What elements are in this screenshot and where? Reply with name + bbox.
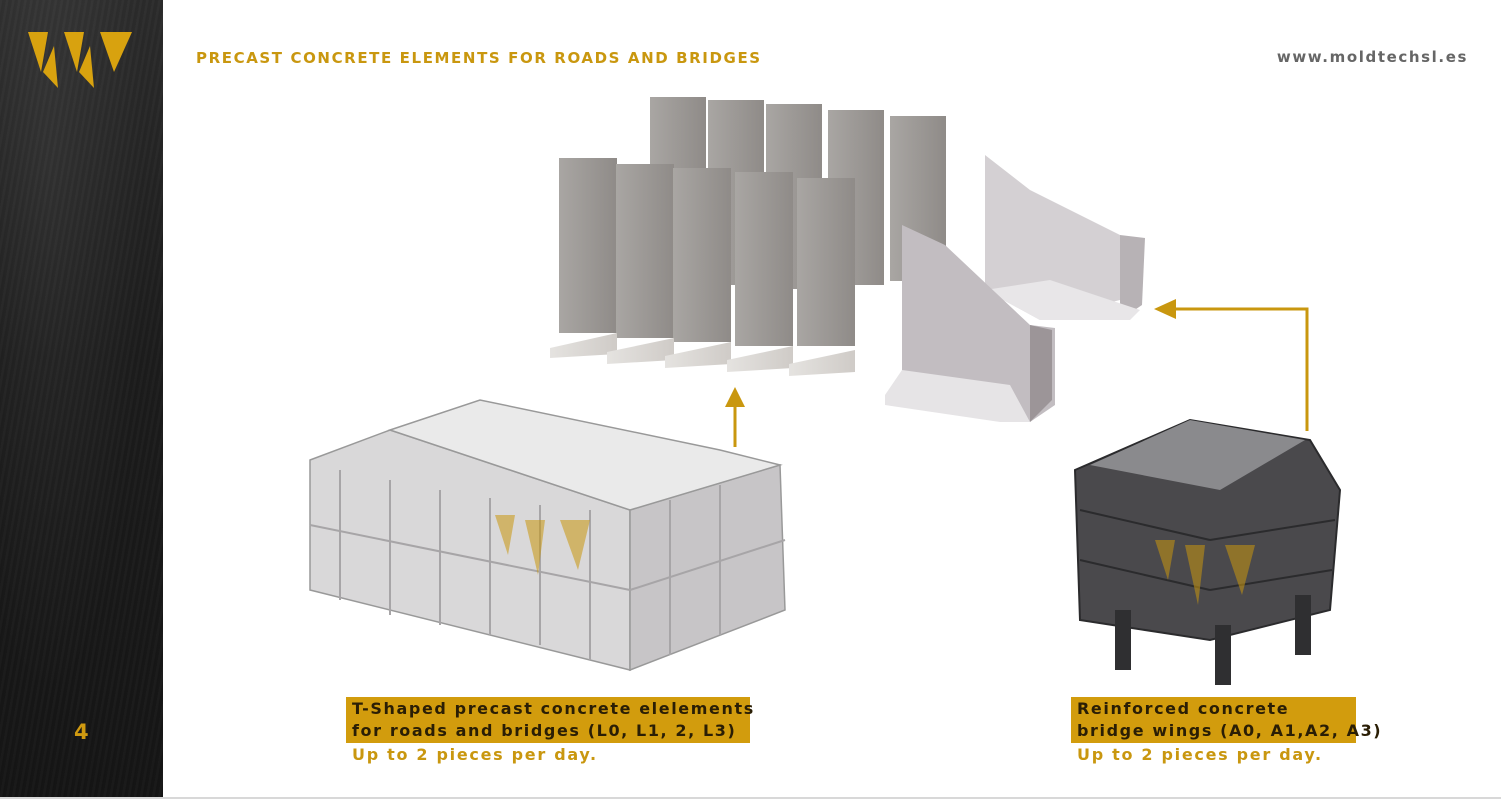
moldtech-logo-icon [28, 30, 136, 90]
t-shaped-mold-image [300, 380, 790, 680]
bottom-divider [0, 797, 1501, 799]
caption-bridge-wings-line2: bridge wings (A0, A1,A2, A3) [1077, 721, 1383, 740]
caption-t-shaped: T-Shaped precast concrete elelements for… [346, 697, 755, 743]
bridge-wings-image [880, 150, 1150, 425]
caption-bridge-wings-subtitle: Up to 2 pieces per day. [1077, 745, 1323, 764]
sidebar: 4 [0, 0, 163, 797]
arrow-elbow-icon [1150, 296, 1315, 436]
caption-t-shaped-line2: for roads and bridges (L0, L1, 2, L3) [352, 721, 737, 740]
page-number: 4 [74, 720, 89, 744]
caption-t-shaped-line1: T-Shaped precast concrete elelements [352, 699, 755, 718]
caption-t-shaped-subtitle: Up to 2 pieces per day. [352, 745, 598, 764]
bridge-wings-mold-image [1060, 380, 1350, 690]
page-title: PRECAST CONCRETE ELEMENTS FOR ROADS AND … [196, 49, 762, 67]
caption-bridge-wings-line1: Reinforced concrete [1077, 699, 1290, 718]
arrow-up-icon [723, 385, 747, 450]
caption-bridge-wings: Reinforced concrete bridge wings (A0, A1… [1071, 697, 1383, 743]
website-url[interactable]: www.moldtechsl.es [1276, 48, 1468, 66]
